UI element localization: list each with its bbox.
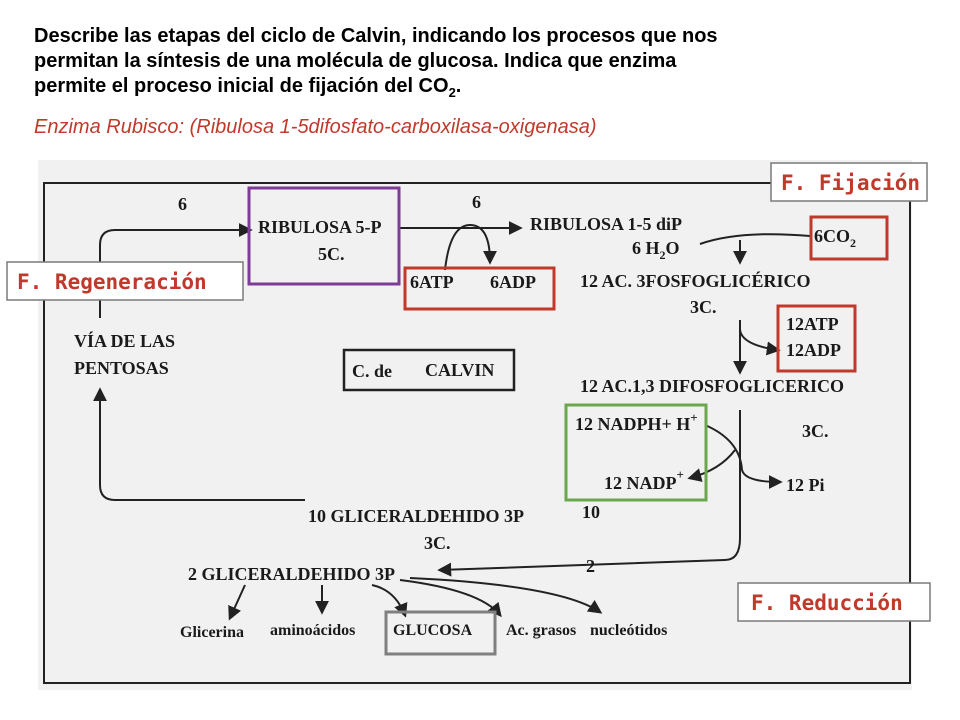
arrow-to-ribulosa5p xyxy=(99,223,253,318)
glucosa-text: GLUCOSA xyxy=(393,622,473,639)
num10-text: 10 xyxy=(582,502,600,522)
atp6-text: 6ATP xyxy=(410,272,454,292)
regeneracion-label: F. Regeneración xyxy=(17,270,207,294)
ribulosa5p-highlight-box xyxy=(247,186,401,286)
nadph-text: 12 NADPH+ H+ xyxy=(575,410,698,434)
h2o-text: 6 H2O xyxy=(632,238,680,262)
num-6-left: 6 xyxy=(178,194,187,214)
acido3pg-text: 12 AC. 3FOSFOGLICÉRICO xyxy=(580,270,811,291)
acgrasos-text: Ac. grasos xyxy=(506,622,576,639)
fijacion-label-box xyxy=(770,162,928,202)
arrow-nucleotidos xyxy=(409,577,603,614)
via-pentosas-line1: VÍA DE LAS xyxy=(74,330,175,351)
nadp-text: 12 NADP+ xyxy=(604,467,684,493)
atp12-adp12-highlight-box xyxy=(776,304,857,373)
pi-text: 12 Pi xyxy=(786,475,825,495)
num-6-right: 6 xyxy=(472,192,481,212)
arrow-h2o-co2-merge xyxy=(699,233,811,245)
difosfo-text: 12 AC.1,3 DIFOSFOGLICERICO xyxy=(580,376,844,396)
arrow-nadp xyxy=(687,449,736,482)
nadph-highlight-box xyxy=(564,403,708,502)
arrow-pi xyxy=(704,424,783,489)
ribulosa5p-text: RIBULOSA 5-P xyxy=(258,217,382,237)
arrow-atp12-adp12 xyxy=(739,329,781,356)
adp12-text: 12ADP xyxy=(786,340,841,360)
arrow-acgrasos xyxy=(399,579,502,618)
glucosa-highlight-box xyxy=(384,610,497,656)
adp6-text: 6ADP xyxy=(490,272,536,292)
aminoacidos-text: aminoácidos xyxy=(270,622,355,639)
difosfo-carbons: 3C. xyxy=(802,421,829,441)
reduccion-label: F. Reducción xyxy=(751,591,903,615)
co2-text: 6CO2 xyxy=(814,226,856,250)
calvin-title-box xyxy=(342,348,516,392)
glicerina-text: Glicerina xyxy=(180,624,244,641)
pathway-arrows xyxy=(93,221,811,621)
question-text: Describe las etapas del ciclo de Calvin,… xyxy=(34,24,934,105)
glic10-text: 10 GLICERALDEHIDO 3P xyxy=(308,506,524,526)
enzyme-answer: Enzima Rubisco: (Ribulosa 1-5difosfato-c… xyxy=(34,116,597,138)
arrow-glicerina xyxy=(228,584,246,621)
co2-highlight-box xyxy=(809,215,889,261)
fijacion-label: F. Fijación xyxy=(781,171,920,195)
via-pentosas-line2: PENTOSAS xyxy=(74,358,169,378)
diagram-frame xyxy=(43,182,911,684)
nucleotidos-text: nucleótidos xyxy=(590,622,667,639)
glic10-carbons: 3C. xyxy=(424,533,451,553)
arrow-to-glic2 xyxy=(437,410,741,577)
ribulosa5p-carbons: 5C. xyxy=(318,244,345,264)
question-line-3: permite el proceso inicial de fijación d… xyxy=(34,75,462,100)
calvin-title-c: C. de xyxy=(352,361,392,381)
calvin-title: CALVIN xyxy=(425,360,494,380)
regeneracion-label-box xyxy=(6,261,244,301)
atp12-text: 12ATP xyxy=(786,314,839,334)
arrow-atp-adp xyxy=(444,223,497,271)
question-line-1: Describe las etapas del ciclo de Calvin,… xyxy=(34,25,718,47)
question-line-2: permitan la síntesis de una molécula de … xyxy=(34,50,677,72)
atp-adp-highlight-box xyxy=(403,266,556,311)
num2-text: 2 xyxy=(586,556,595,576)
reduccion-label-box xyxy=(737,582,931,622)
glic2-text: 2 GLICERALDEHIDO 3P xyxy=(188,564,395,584)
acido3pg-carbons: 3C. xyxy=(690,297,717,317)
ribulosa15-text: RIBULOSA 1-5 diP xyxy=(530,214,682,234)
arrow-to-pentosas xyxy=(93,387,305,501)
